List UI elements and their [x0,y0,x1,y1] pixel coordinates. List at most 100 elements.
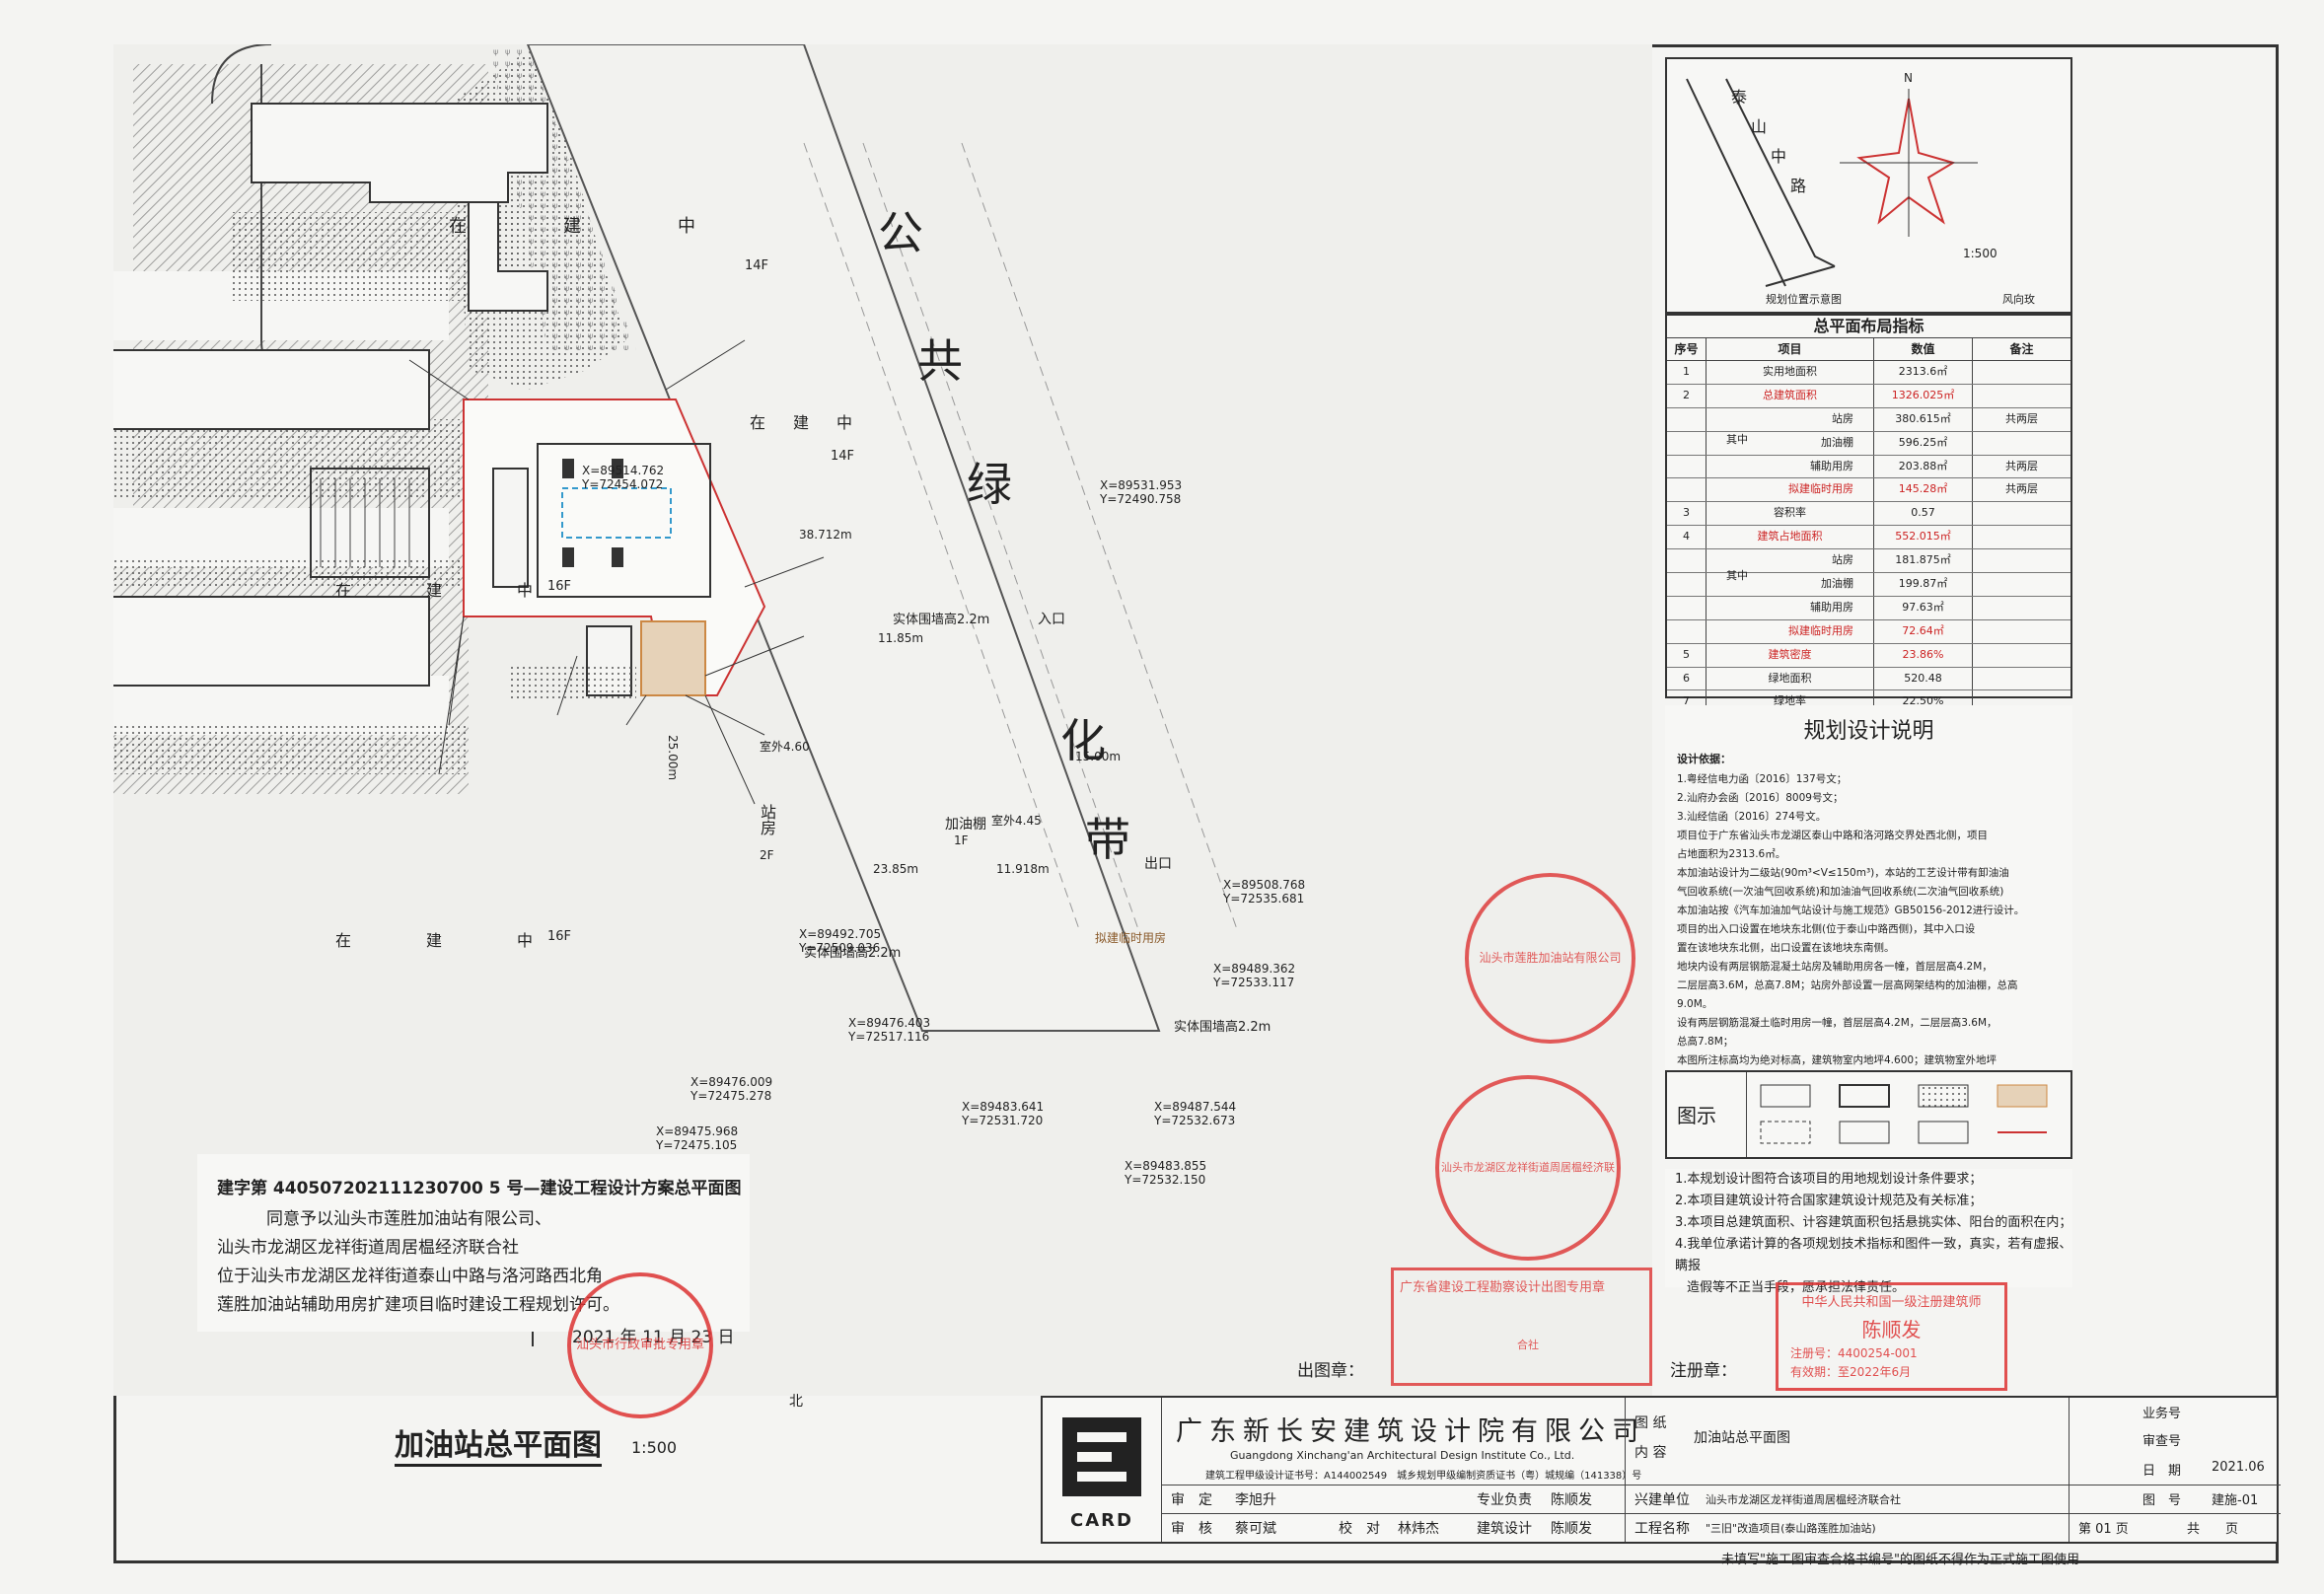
title-block: CARD 广东新长安建筑设计院有限公司 Guangdong Xinchang'a… [1041,1396,2281,1544]
entrance-label: 入口 [1038,612,1065,627]
indicators-header-row: 序号项目数值备注 [1667,338,2070,361]
cert-line: 建筑工程甲级设计证书号：A144002549 城乡规划甲级编制资质证书（粤）城规… [1205,1471,1642,1482]
indicator-note [1973,432,2070,455]
company-name: 广东新长安建筑设计院有限公司 [1176,1416,1645,1447]
architect-seal-reg: 注册号：4400254-001 [1790,1346,1918,1360]
indicator-item: 拟建临时用房 [1707,478,1874,502]
notes-line: 1.粤经信电力函〔2016〕137号文； [1677,773,1848,785]
notes-line: 设有两层钢筋混凝土临时用房一幢，首层层高4.2M，二层层高3.6M， [1677,1017,1997,1029]
wall-height-label-3: 实体围墙高2.2m [1174,1020,1271,1035]
indicator-no [1667,455,1707,478]
indicator-item: 建筑占地面积 [1707,526,1874,549]
indicator-note [1973,502,2070,525]
coord-8: X=89483.641 Y=72531.720 [962,1100,1045,1127]
indicator-no [1667,478,1707,502]
building-label-3: 在 建 中 [335,581,563,600]
architect-seal-name: 陈顺发 [1861,1318,1922,1341]
design-name: 陈顺发 [1551,1521,1592,1537]
date-label: 日 期 [2142,1464,2182,1479]
indicator-value: 23.86% [1874,643,1973,667]
seal-label-out: 出图章： [1297,1361,1364,1381]
exit-label: 出口 [1144,856,1172,872]
canopy-floors-label: 1F [954,833,969,847]
indicator-no: 4 [1667,526,1707,549]
approval-line-1: 建字第 440507202111230700 5 号—建设工程设计方案总平面图 [217,1179,742,1198]
notes-title: 规划设计说明 [1803,719,1934,744]
wind-caption: 风向玫 [2002,293,2035,306]
indicator-no [1667,619,1707,643]
road-char-4: 路 [1790,177,1807,195]
indicator-no: 5 [1667,643,1707,667]
indicator-note [1973,597,2070,619]
statements: 1.本规划设计图符合该项目的用地规划设计条件要求； 2.本项目建筑设计符合国家建… [1665,1169,2072,1295]
dim-2500: 25.00m [666,735,680,781]
footnote: 未填写"施工图审查合格书编号"的图纸不得作为正式施工图使用 [1721,1553,2079,1567]
indicator-note [1973,644,2070,667]
indicator-item: 辅助用房 [1707,596,1874,619]
green-char-3: 绿 [967,458,1012,511]
indicator-item: 建筑密度 [1707,643,1874,667]
station-house-label: 站房 [758,804,776,835]
architect-seal-valid: 有效期：至2022年6月 [1790,1365,1912,1379]
notes-line: 本图所注标高均为绝对标高，建筑物室内地坪4.600；建筑物室外地坪 [1677,1054,1997,1066]
north-label: 北 [789,1394,803,1410]
builder-label: 兴建单位 [1634,1492,1690,1508]
floors-label-3: 16F [547,579,572,594]
indicator-no: 2 [1667,384,1707,407]
canopy-label: 加油棚 [945,817,986,833]
tb-hline-2 [1161,1513,2281,1514]
indicator-note [1973,526,2070,548]
indicator-no [1667,573,1707,596]
review-name: 李旭升 [1235,1492,1276,1508]
indicator-item: 容积率 [1707,502,1874,526]
location-map-graphic [1686,78,1978,287]
indicator-note: 共两层 [2005,411,2038,425]
location-scale: 1:500 [1963,247,1997,260]
indicator-value: 552.015㎡ [1874,526,1973,549]
dim-1193: 11.918m [996,862,1050,876]
indicators-group-label-1: 其中 [1726,433,1748,446]
indicator-value: 22.50% [1874,690,1973,714]
indicator-no: 6 [1667,667,1707,690]
project-label: 工程名称 [1634,1521,1690,1537]
indicator-item: 加油棚 [1707,431,1874,455]
indicators-group-label-2: 其中 [1726,569,1748,582]
statement-4: 4.我单位承诺计算的各项规划技术指标和图件一致，真实，若有虚报、瞒报 [1675,1237,2072,1273]
indicator-value: 0.57 [1874,502,1973,526]
builder-value: 汕头市龙湖区龙祥街道周居榅经济联合社 [1706,1493,1901,1506]
indicator-value: 181.875㎡ [1874,549,1973,573]
tb-divider-1 [1161,1398,1162,1542]
indicator-value: 145.28㎡ [1874,478,1973,502]
logo: CARD [1053,1408,1151,1531]
date-value: 2021.06 [2212,1460,2265,1475]
statement-1: 1.本规划设计图符合该项目的用地规划设计条件要求； [1675,1172,1983,1187]
indicator-item: 总建筑面积 [1707,384,1874,407]
sheet-label: 第 01 页 [2078,1522,2129,1537]
architect-seal: 中华人民共和国一级注册建筑师 陈顺发 注册号：4400254-001 有效期：至… [1776,1282,2007,1391]
coord-6: X=89476.009 Y=72475.278 [690,1075,773,1103]
legend-swatches [1760,1084,2048,1144]
notes-line: 本加油站设计为二级站(90m³<V≤150m³)，本站的工艺设计带有卸油油 [1677,867,2009,879]
indicators-title: 总平面布局指标 [1667,316,2070,338]
indicator-note [1973,549,2070,572]
indicators-header-cell: 数值 [1874,338,1973,360]
notes-line: 2.汕府办会函〔2016〕8009号文； [1677,792,1844,804]
pm-name: 陈顺发 [1551,1492,1592,1508]
notes-heading: 设计依据： [1677,753,1731,765]
approval-line-5: 莲胜加油站辅助用房扩建项目临时建设工程规划许可。 [217,1295,619,1315]
check-label: 审 核 [1171,1521,1212,1537]
dim-2385: 23.85m [873,862,919,876]
temp-house-label: 拟建临时用房 [1095,931,1167,945]
drawing-label: 图 纸 [1634,1415,1667,1431]
proof-name: 林炜杰 [1398,1521,1439,1537]
coord-11: X=89483.855 Y=72532.150 [1125,1159,1207,1187]
green-char-5: 带 [1085,813,1130,866]
